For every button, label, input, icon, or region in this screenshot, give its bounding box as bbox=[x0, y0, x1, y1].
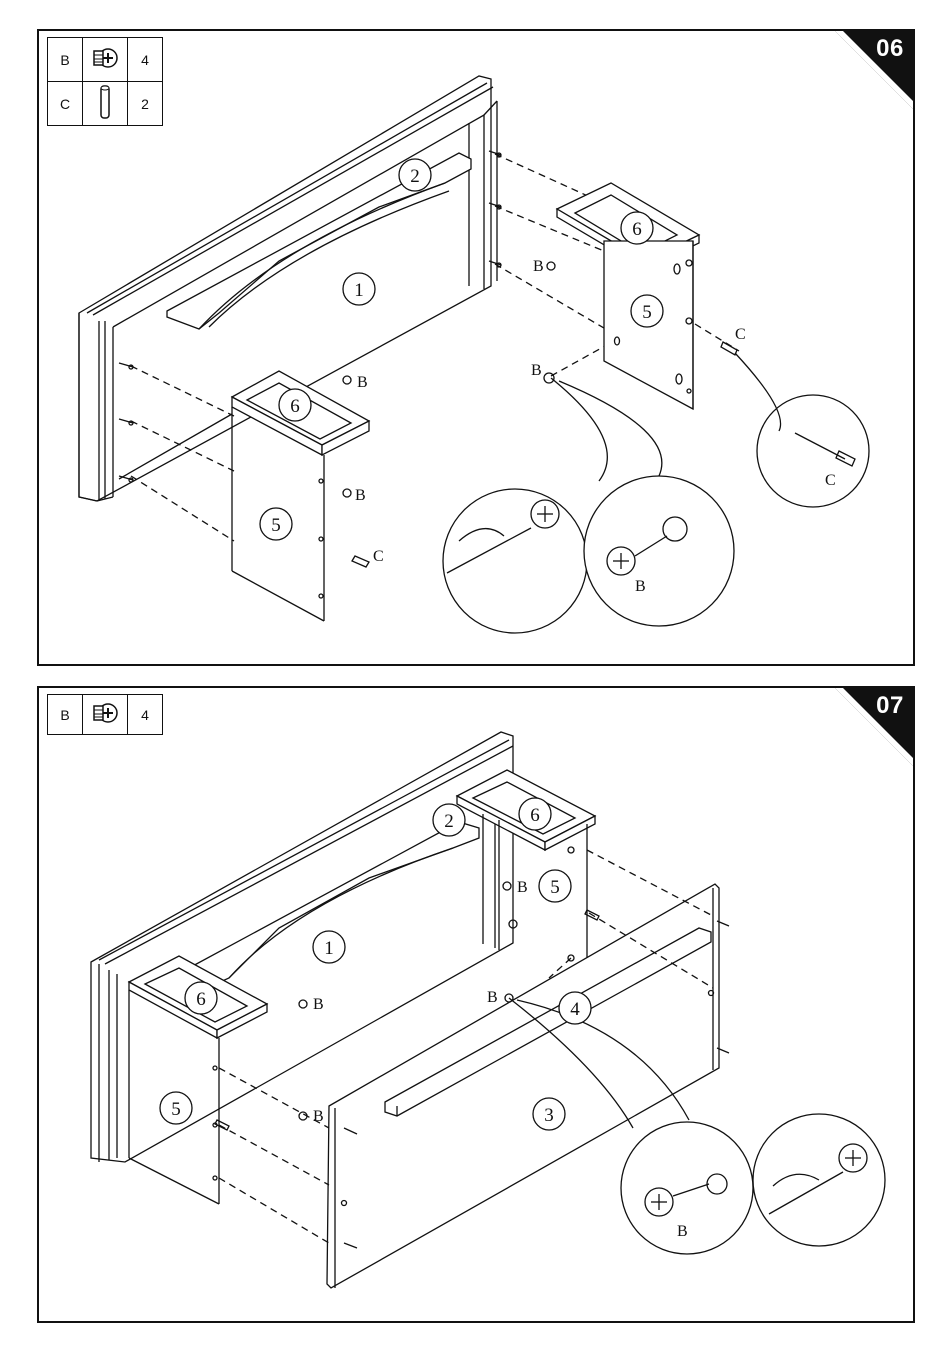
callout-4: 4 bbox=[570, 999, 580, 1020]
hardware-label-b: B bbox=[355, 487, 366, 504]
assembly-drawing: 2 6 1 5 6 5 4 3 B B B B B bbox=[39, 688, 915, 1323]
callout-6: 6 bbox=[196, 989, 206, 1010]
hardware-label-b: B bbox=[635, 578, 646, 595]
callout-5: 5 bbox=[171, 1099, 181, 1120]
callout-5: 5 bbox=[271, 515, 281, 536]
hardware-label-b: B bbox=[313, 996, 324, 1013]
hardware-label-c: C bbox=[373, 548, 384, 565]
callout-6: 6 bbox=[290, 396, 300, 417]
callout-6: 6 bbox=[632, 219, 642, 240]
assembly-drawing: 2 1 6 5 6 5 B B B B B C C C bbox=[39, 31, 915, 666]
step-06-panel: B 4 C 2 bbox=[37, 29, 915, 666]
callout-1: 1 bbox=[324, 938, 334, 959]
hardware-label-c: C bbox=[825, 472, 836, 489]
callout-6: 6 bbox=[530, 805, 540, 826]
callout-3: 3 bbox=[544, 1105, 554, 1126]
callout-5: 5 bbox=[642, 302, 652, 323]
callout-5: 5 bbox=[550, 877, 560, 898]
detail-magnifiers bbox=[443, 353, 869, 633]
hardware-label-b: B bbox=[487, 989, 498, 1006]
hardware-label-b: B bbox=[677, 1223, 688, 1240]
step-07-panel: B 4 07 bbox=[37, 686, 915, 1323]
callout-2: 2 bbox=[410, 166, 420, 187]
hardware-label-b: B bbox=[357, 374, 368, 391]
hardware-label-c: C bbox=[735, 326, 746, 343]
hardware-label-b: B bbox=[533, 258, 544, 275]
callout-2: 2 bbox=[444, 811, 454, 832]
hardware-label-b: B bbox=[531, 362, 542, 379]
hardware-label-b: B bbox=[313, 1108, 324, 1125]
callout-1: 1 bbox=[354, 280, 364, 301]
hardware-label-b: B bbox=[517, 879, 528, 896]
